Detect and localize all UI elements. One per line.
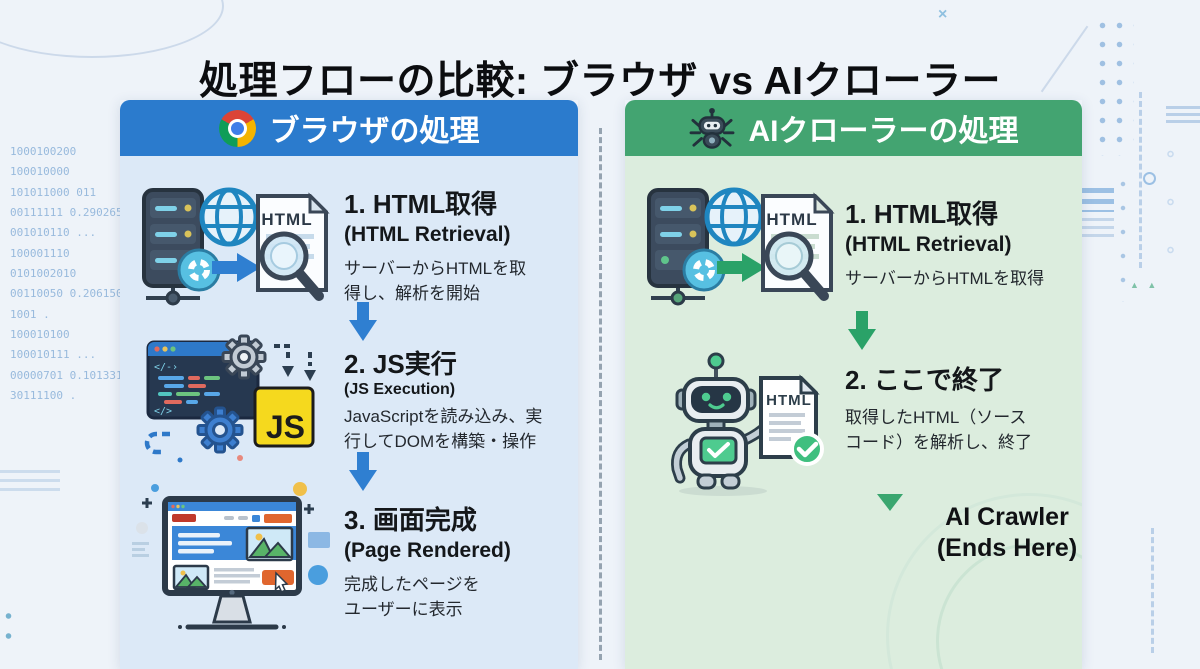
- svg-text:</>: </>: [154, 406, 172, 417]
- step-description: サーバーからHTMLを取得: [845, 268, 1045, 288]
- browser-panel: ブラウザの処理: [120, 100, 578, 669]
- browser-panel-title: ブラウザの処理: [269, 115, 480, 148]
- svg-text:HTML: HTML: [766, 392, 812, 409]
- server-fetch-icon: HTML: [136, 184, 338, 316]
- step-description: 取得したHTML（ソース コード）を解析し、終了: [845, 407, 1032, 453]
- dashed-line-decoration: [1139, 92, 1142, 268]
- rendered-page-icon: [132, 478, 342, 653]
- step-description: JavaScriptを読み込み、実 行してDOMを構築・操作: [344, 406, 543, 452]
- step-subtitle: (HTML Retrieval): [845, 232, 1012, 256]
- ai-crawler-panel-body: HTML 1. HTML取得 (HTML Retrieval) サーバーからHT…: [625, 156, 1082, 669]
- dot-column-decoration: [1116, 172, 1130, 302]
- step-subtitle: (Page Rendered): [344, 538, 511, 562]
- dashed-line-decoration: [1151, 528, 1154, 653]
- svg-text:HTML: HTML: [261, 210, 312, 229]
- x-mark-decoration: ×: [938, 6, 948, 23]
- down-arrow-icon: [847, 311, 877, 351]
- dot-column-decoration: [2, 606, 16, 646]
- step-description: 完成したページを ユーザーに表示: [344, 574, 480, 620]
- step-title: 2. ここで終了: [845, 365, 1004, 395]
- step-title: 1. HTML取得: [845, 199, 999, 229]
- step-1-text: 1. HTML取得 (HTML Retrieval) サーバーからHTMLを取 …: [344, 189, 576, 307]
- server-fetch-icon: HTML: [641, 184, 843, 316]
- ai-crawler-panel-header: AIクローラーの処理: [625, 100, 1082, 156]
- step-2-text: 2. ここで終了 取得したHTML（ソース コード）を解析し、終了: [845, 365, 1077, 456]
- ai-crawler-panel-title: AIクローラーの処理: [748, 115, 1019, 148]
- robot-html-icon: HTML: [643, 348, 843, 505]
- step-subtitle: (HTML Retrieval): [344, 222, 511, 246]
- circuit-bars-decoration: [1166, 106, 1200, 126]
- end-triangle-icon: [877, 494, 903, 511]
- step-2-text: 2. JS実行 (JS Execution) JavaScriptを読み込み、実…: [344, 349, 576, 455]
- step-subtitle: (JS Execution): [344, 380, 456, 398]
- browser-panel-body: HTML 1. HTML取得 (HTML Retrieval) サーバーからHT…: [120, 156, 578, 669]
- down-arrow-icon: [348, 452, 378, 492]
- spider-bot-icon: [689, 107, 734, 149]
- step-3-text: 3. 画面完成 (Page Rendered) 完成したページを ユーザーに表示: [344, 505, 576, 623]
- circuit-ring-decoration: [1143, 172, 1156, 185]
- circuit-bars-decoration: [1080, 218, 1114, 242]
- step-title: 1. HTML取得: [344, 189, 498, 219]
- browser-panel-header: ブラウザの処理: [120, 100, 578, 156]
- js-execution-icon: </-› </>: [136, 330, 344, 477]
- page-title: 処理フローの比較: ブラウザ vs AIクローラー: [199, 60, 1001, 104]
- down-arrow-icon: [348, 302, 378, 342]
- svg-text:HTML: HTML: [766, 210, 817, 229]
- step-1-text: 1. HTML取得 (HTML Retrieval) サーバーからHTMLを取得: [845, 199, 1077, 291]
- dot-grid-decoration: [1094, 16, 1134, 156]
- step-description: サーバーからHTMLを取 得し、解析を開始: [344, 258, 527, 304]
- panel-divider: [599, 128, 602, 660]
- step-title: 3. 画面完成: [344, 505, 477, 535]
- ai-crawler-end-note: AI Crawler (Ends Here): [936, 503, 1078, 562]
- binary-code-decoration: 1000100200 100010000 101011000 011 00111…: [10, 145, 136, 403]
- triangle-decoration: ▲ ▲: [1130, 280, 1160, 290]
- step-title: 2. JS実行: [344, 349, 457, 379]
- circuit-bars-decoration: [0, 470, 60, 496]
- dot-grid-decoration: [1148, 130, 1200, 270]
- chrome-logo-icon: [218, 109, 256, 147]
- svg-text:</-›: </-›: [154, 362, 178, 373]
- svg-text:JS: JS: [266, 409, 305, 445]
- ai-crawler-panel: AIクローラーの処理: [625, 100, 1082, 669]
- circuit-bars-decoration: [1080, 188, 1114, 212]
